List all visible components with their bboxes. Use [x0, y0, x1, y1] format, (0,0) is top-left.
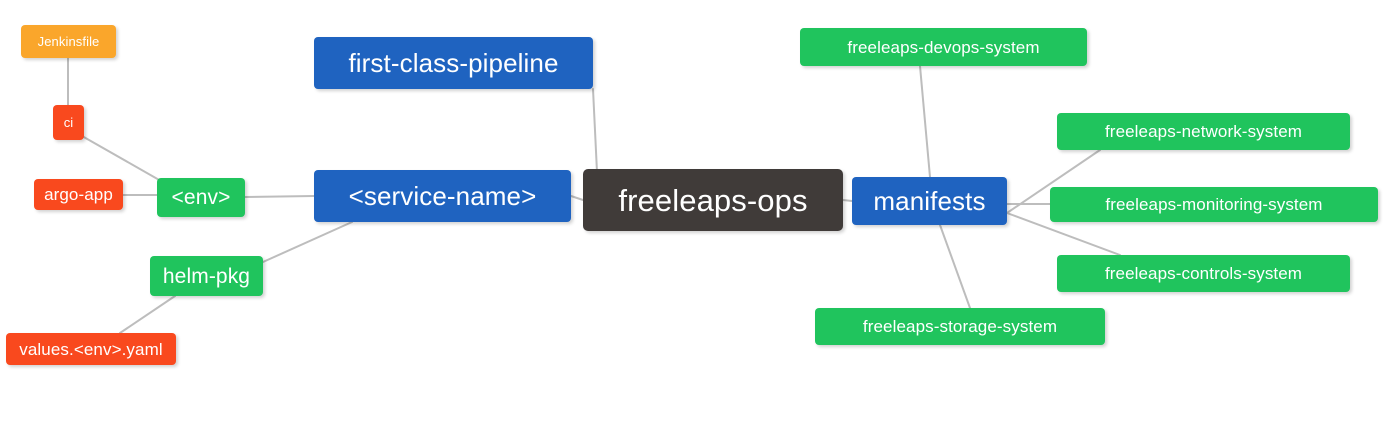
edge-service-to-env — [244, 195, 315, 198]
mindmap-node-service[interactable]: <service-name> — [314, 170, 571, 222]
mindmap-node-ci[interactable]: ci — [53, 105, 84, 140]
mindmap-node-storage[interactable]: freeleaps-storage-system — [815, 308, 1105, 345]
mindmap-node-root[interactable]: freeleaps-ops — [583, 169, 843, 231]
mindmap-node-jenkinsfile[interactable]: Jenkinsfile — [21, 25, 116, 58]
mindmap-node-network[interactable]: freeleaps-network-system — [1057, 113, 1350, 150]
mindmap-node-devops[interactable]: freeleaps-devops-system — [800, 28, 1087, 66]
mindmap-node-env[interactable]: <env> — [157, 178, 245, 217]
edge-env-to-ci — [81, 135, 169, 186]
mindmap-node-valuesyaml[interactable]: values.<env>.yaml — [6, 333, 176, 365]
mindmap-node-pipeline[interactable]: first-class-pipeline — [314, 37, 593, 89]
mindmap-node-helmpkg[interactable]: helm-pkg — [150, 256, 263, 296]
mindmap-node-controls[interactable]: freeleaps-controls-system — [1057, 255, 1350, 292]
mindmap-node-manifests[interactable]: manifests — [852, 177, 1007, 225]
edge-root-to-service — [570, 195, 584, 201]
mindmap-node-monitoring[interactable]: freeleaps-monitoring-system — [1050, 187, 1378, 222]
mindmap-node-argoapp[interactable]: argo-app — [34, 179, 123, 210]
edge-root-to-pipeline — [592, 88, 598, 173]
edge-manifests-to-storage — [939, 224, 971, 309]
edge-manifests-to-devops — [919, 65, 931, 178]
edge-service-to-helmpkg — [262, 221, 353, 263]
edge-helmpkg-to-valuesyaml — [119, 295, 176, 334]
edge-root-to-manifests — [842, 199, 853, 202]
